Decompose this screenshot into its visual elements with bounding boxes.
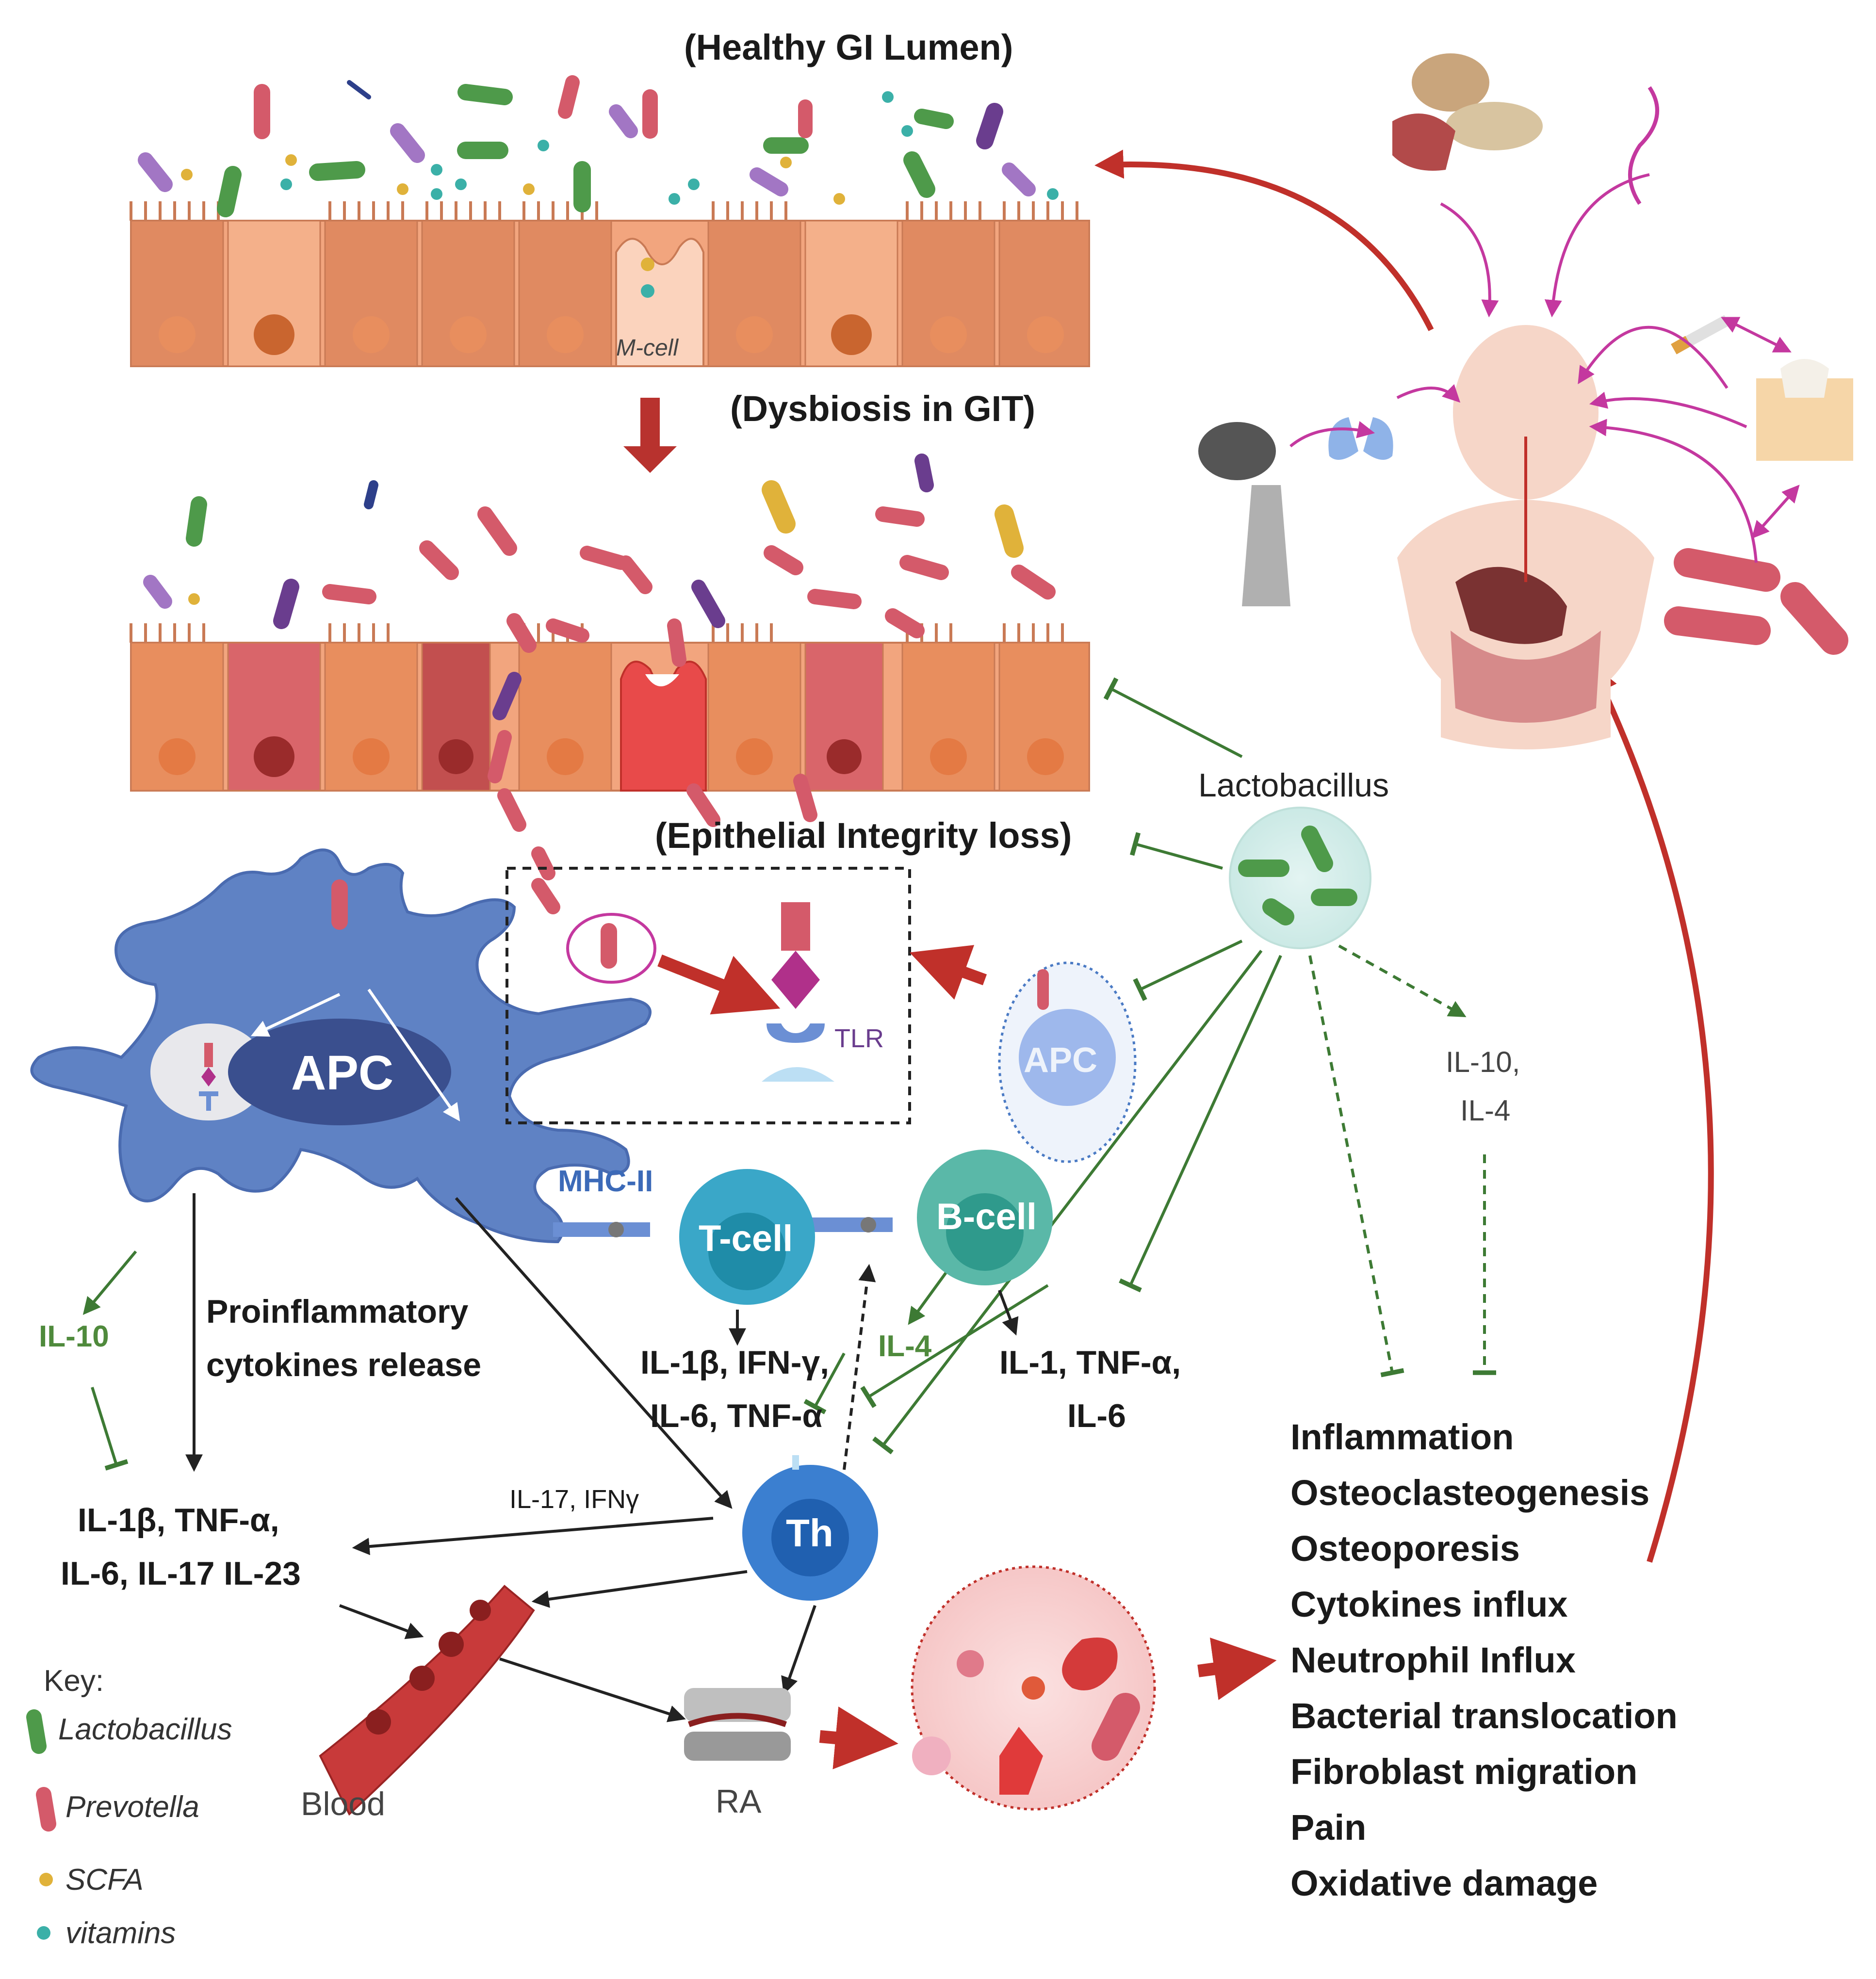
proinflammatory-line1: Proinflammatory bbox=[206, 1293, 469, 1330]
prevotella-highlight bbox=[566, 913, 656, 984]
magenta-arrows bbox=[1289, 173, 1800, 563]
t-cell bbox=[679, 1169, 815, 1305]
tooth-icon bbox=[1756, 359, 1853, 461]
b-cell-label: B-cell bbox=[936, 1196, 1037, 1237]
cytokines-line2: IL-6, IL-17 IL-23 bbox=[61, 1555, 301, 1592]
outcome-item: Osteoclasteogenesis bbox=[1290, 1473, 1650, 1513]
outcome-item: Bacterial translocation bbox=[1290, 1696, 1678, 1736]
lactobacillus-inhibitions bbox=[803, 677, 1496, 1455]
key-prevotella: Prevotella bbox=[65, 1790, 199, 1824]
key-scfa: SCFA bbox=[65, 1863, 144, 1897]
factory-icon bbox=[1198, 422, 1290, 606]
dysbiosis-epithelium bbox=[130, 623, 1090, 792]
bcell-cytokines-line1: IL-1, TNF-α, bbox=[999, 1344, 1181, 1381]
down-arrow bbox=[623, 398, 677, 473]
blood-vessel bbox=[319, 1585, 535, 1816]
red-feedback-arrow-top bbox=[1094, 149, 1434, 331]
m-cell-label: M-cell bbox=[616, 335, 678, 361]
dysbiosis-label: (Dysbiosis in GIT) bbox=[730, 389, 1036, 429]
il4-label: IL-4 bbox=[878, 1330, 932, 1363]
lungs-icon bbox=[1328, 417, 1393, 460]
tlr-label: TLR bbox=[834, 1024, 884, 1053]
key-swatches bbox=[26, 1709, 56, 1940]
il10-il4-line1: IL-10, bbox=[1446, 1046, 1520, 1078]
food-icon bbox=[1392, 53, 1543, 171]
tlr-box bbox=[506, 867, 911, 1124]
lactobacillus-label: Lactobacillus bbox=[1198, 767, 1389, 804]
tcell-cytokines-line1: IL-1β, IFN-γ, bbox=[640, 1344, 830, 1381]
bcell-cytokines-line2: IL-6 bbox=[1067, 1397, 1126, 1434]
black-arrows bbox=[185, 1193, 1019, 1722]
outcomes-list: Inflammation Osteoclasteogenesis Osteopo… bbox=[1290, 1409, 1678, 1911]
apc-main-label: APC bbox=[291, 1046, 394, 1100]
tlr-receptor bbox=[762, 902, 834, 1082]
inflammation-site bbox=[911, 1565, 1156, 1811]
b-cell bbox=[917, 1150, 1053, 1285]
apc-small-label: APC bbox=[1024, 1041, 1098, 1080]
il10-label: IL-10 bbox=[39, 1320, 109, 1353]
outcome-item: Oxidative damage bbox=[1290, 1863, 1598, 1903]
key-title: Key: bbox=[44, 1664, 104, 1698]
cytokines-line1: IL-1β, TNF-α, bbox=[78, 1502, 279, 1539]
outcome-item: Fibroblast migration bbox=[1290, 1752, 1638, 1792]
t-cell-label: T-cell bbox=[699, 1218, 793, 1259]
th-label: Th bbox=[786, 1511, 833, 1555]
proinflammatory-line2: cytokines release bbox=[206, 1346, 482, 1383]
ra-label: RA bbox=[716, 1783, 762, 1820]
dna-icon bbox=[1628, 86, 1659, 205]
small-apc-cell bbox=[998, 961, 1137, 1163]
key-vitamins: vitamins bbox=[65, 1916, 176, 1950]
outcome-item: Osteoporesis bbox=[1290, 1528, 1520, 1569]
mhc-connectors bbox=[553, 1217, 893, 1237]
outcome-item: Pain bbox=[1290, 1807, 1367, 1848]
tcell-cytokines-line2: IL-6, TNF-α bbox=[650, 1397, 823, 1434]
cigarette-icon bbox=[1671, 315, 1730, 355]
epithelial-loss-label: (Epithelial Integrity loss) bbox=[655, 815, 1072, 856]
blood-label: Blood bbox=[301, 1785, 385, 1822]
outcome-item: Inflammation bbox=[1290, 1417, 1514, 1457]
dysbiosis-bacteria bbox=[143, 454, 1056, 880]
healthy-epithelium bbox=[130, 201, 1090, 367]
ra-joint bbox=[684, 1688, 791, 1761]
healthy-lumen-label: (Healthy GI Lumen) bbox=[684, 27, 1013, 67]
outcome-item: Neutrophil Influx bbox=[1290, 1640, 1576, 1680]
il10-il4-line2: IL-4 bbox=[1460, 1094, 1511, 1127]
mhc-ii-label: MHC-II bbox=[558, 1165, 653, 1198]
apc-cell bbox=[30, 848, 652, 1244]
key-lactobacillus: Lactobacillus bbox=[58, 1713, 232, 1746]
prevotella-large bbox=[1664, 548, 1848, 655]
il17-ifny-label: IL-17, IFNγ bbox=[509, 1485, 639, 1514]
red-feedback-arrow-bottom bbox=[1590, 664, 1714, 1563]
th-cell bbox=[742, 1455, 878, 1601]
lactobacillus-circle bbox=[1229, 807, 1371, 949]
outcome-item: Cytokines influx bbox=[1290, 1584, 1568, 1624]
human-body bbox=[1397, 325, 1654, 749]
healthy-lumen-bacteria bbox=[138, 75, 1059, 217]
